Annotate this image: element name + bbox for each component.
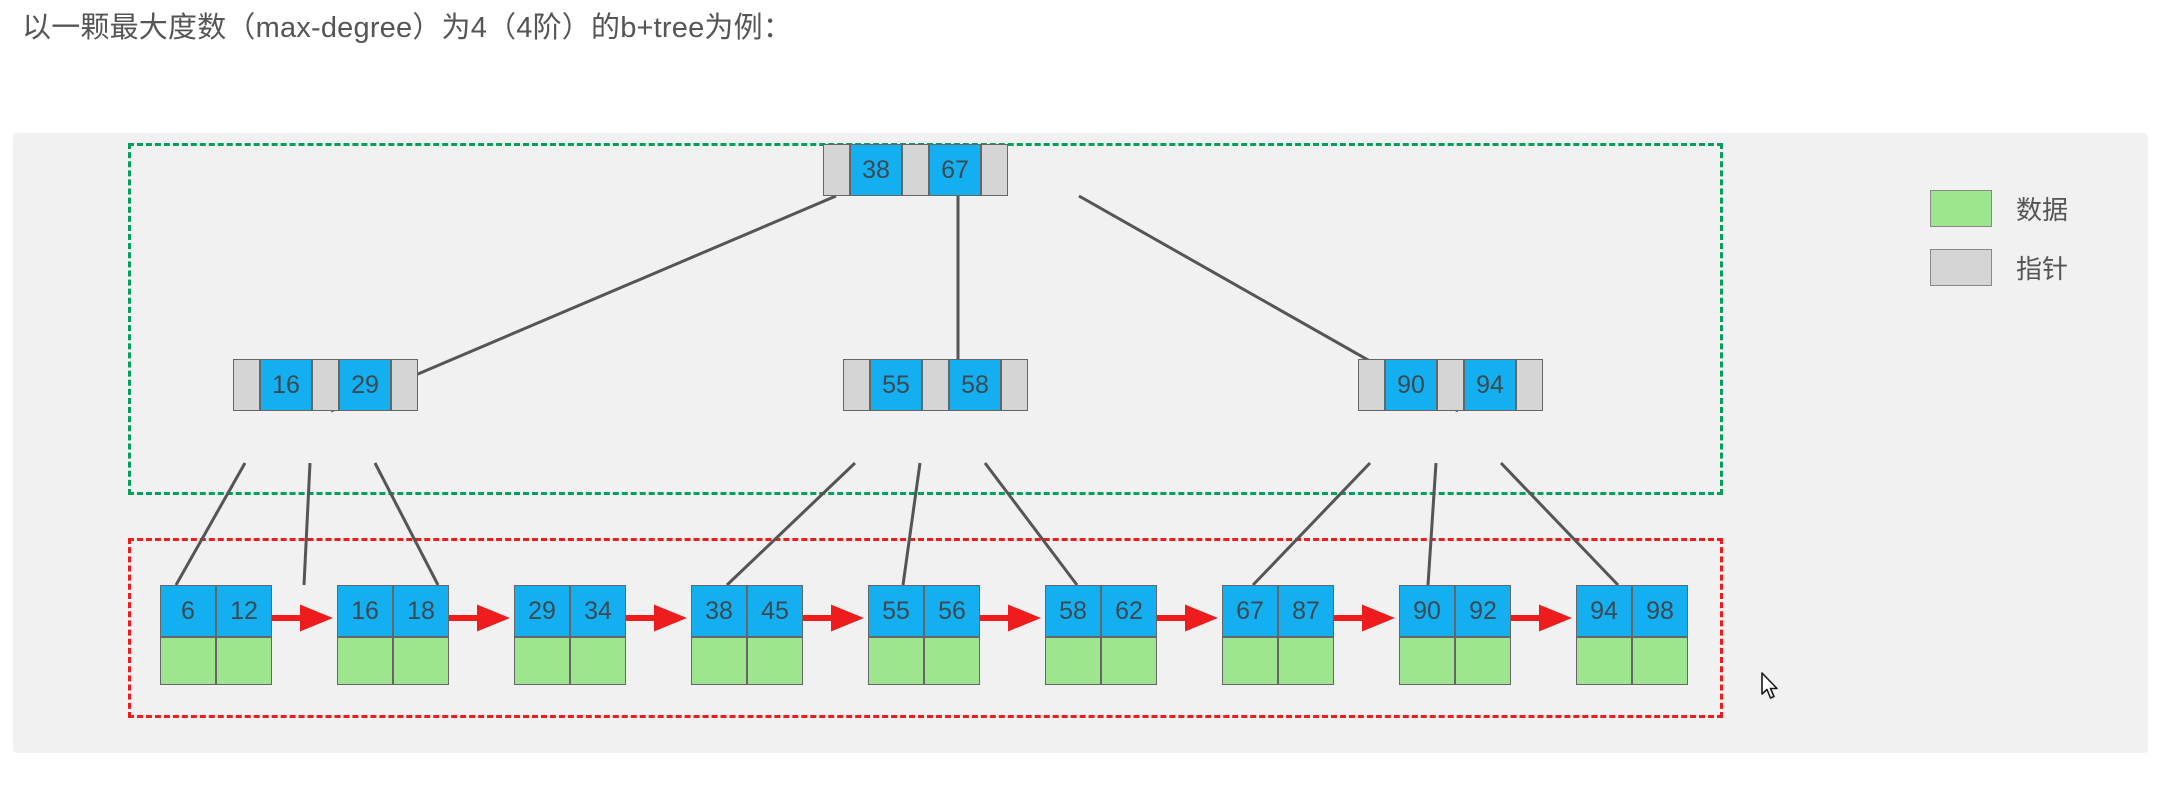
leaf-node-0[interactable]: 6 12: [160, 585, 272, 685]
internal-node-2[interactable]: 90 94: [1358, 359, 1543, 411]
leaf-0-key-0: 6: [160, 585, 216, 637]
root-key-0: 38: [850, 144, 902, 196]
leaf-3-data-0: [691, 637, 747, 685]
leaf-6-key-0: 67: [1222, 585, 1278, 637]
legend: 数据 指针: [1930, 190, 2068, 308]
leaf-node-7[interactable]: 90 92: [1399, 585, 1511, 685]
leaf-node-4[interactable]: 55 56: [868, 585, 980, 685]
leaf-8-data-0: [1576, 637, 1632, 685]
leaf-0-key-row: 6 12: [160, 585, 272, 637]
internal-1-key-1: 58: [949, 359, 1001, 411]
internal-0-pointer-1: [312, 359, 339, 411]
pointer-swatch-icon: [1930, 249, 1992, 286]
leaf-4-key-0: 55: [868, 585, 924, 637]
leaf-2-data-0: [514, 637, 570, 685]
leaf-2-data-1: [570, 637, 626, 685]
leaf-5-key-0: 58: [1045, 585, 1101, 637]
leaf-7-data-row: [1399, 637, 1511, 685]
leaf-7-data-1: [1455, 637, 1511, 685]
leaf-node-1[interactable]: 16 18: [337, 585, 449, 685]
root-key-1: 67: [929, 144, 981, 196]
leaf-3-key-1: 45: [747, 585, 803, 637]
leaf-1-data-row: [337, 637, 449, 685]
page-title: 以一颗最大度数（max-degree）为4（4阶）的b+tree为例：: [22, 12, 793, 44]
leaf-4-data-1: [924, 637, 980, 685]
leaf-5-key-row: 58 62: [1045, 585, 1157, 637]
internal-2-pointer-1: [1437, 359, 1464, 411]
internal-0-key-1: 29: [339, 359, 391, 411]
leaf-4-key-row: 55 56: [868, 585, 980, 637]
diagram-panel: 38 67 16 29 55 58 90 94: [13, 133, 2148, 753]
leaf-6-data-1: [1278, 637, 1334, 685]
leaf-node-2[interactable]: 29 34: [514, 585, 626, 685]
leaf-node-3[interactable]: 38 45: [691, 585, 803, 685]
leaf-8-data-row: [1576, 637, 1688, 685]
leaf-5-data-0: [1045, 637, 1101, 685]
internal-2-pointer-0: [1358, 359, 1385, 411]
mouse-cursor-icon: [1761, 672, 1778, 699]
internal-1-pointer-2: [1001, 359, 1028, 411]
leaf-1-key-row: 16 18: [337, 585, 449, 637]
leaf-node-8[interactable]: 94 98: [1576, 585, 1688, 685]
leaf-2-key-0: 29: [514, 585, 570, 637]
leaf-8-data-1: [1632, 637, 1688, 685]
leaf-4-data-row: [868, 637, 980, 685]
root-pointer-0: [823, 144, 850, 196]
internal-1-pointer-1: [922, 359, 949, 411]
leaf-7-key-row: 90 92: [1399, 585, 1511, 637]
leaf-3-data-1: [747, 637, 803, 685]
root-node[interactable]: 38 67: [823, 144, 1008, 196]
leaf-7-data-0: [1399, 637, 1455, 685]
leaf-3-key-0: 38: [691, 585, 747, 637]
legend-label-data: 数据: [2016, 195, 2069, 225]
leaf-2-data-row: [514, 637, 626, 685]
legend-label-pointer: 指针: [2016, 254, 2069, 284]
internal-node-0[interactable]: 16 29: [233, 359, 418, 411]
leaf-6-data-0: [1222, 637, 1278, 685]
internal-0-key-0: 16: [260, 359, 312, 411]
leaf-8-key-0: 94: [1576, 585, 1632, 637]
leaf-1-key-0: 16: [337, 585, 393, 637]
leaf-1-data-0: [337, 637, 393, 685]
internal-1-pointer-0: [843, 359, 870, 411]
legend-item-pointer: 指针: [1930, 249, 2068, 286]
leaf-node-5[interactable]: 58 62: [1045, 585, 1157, 685]
leaf-6-data-row: [1222, 637, 1334, 685]
root-pointer-2: [981, 144, 1008, 196]
legend-item-data: 数据: [1930, 190, 2068, 227]
leaf-0-data-1: [216, 637, 272, 685]
root-pointer-1: [902, 144, 929, 196]
leaf-0-data-0: [160, 637, 216, 685]
leaf-0-data-row: [160, 637, 272, 685]
leaf-5-data-row: [1045, 637, 1157, 685]
leaf-0-key-1: 12: [216, 585, 272, 637]
leaf-6-key-1: 87: [1278, 585, 1334, 637]
leaf-8-key-1: 98: [1632, 585, 1688, 637]
internal-1-key-0: 55: [870, 359, 922, 411]
leaf-8-key-row: 94 98: [1576, 585, 1688, 637]
leaf-nodes-group-box: [128, 538, 1723, 718]
internal-2-key-1: 94: [1464, 359, 1516, 411]
leaf-4-data-0: [868, 637, 924, 685]
leaf-7-key-0: 90: [1399, 585, 1455, 637]
leaf-3-key-row: 38 45: [691, 585, 803, 637]
internal-0-pointer-0: [233, 359, 260, 411]
leaf-3-data-row: [691, 637, 803, 685]
leaf-1-key-1: 18: [393, 585, 449, 637]
leaf-2-key-1: 34: [570, 585, 626, 637]
data-swatch-icon: [1930, 190, 1992, 227]
internal-2-pointer-2: [1516, 359, 1543, 411]
leaf-6-key-row: 67 87: [1222, 585, 1334, 637]
leaf-4-key-1: 56: [924, 585, 980, 637]
leaf-5-key-1: 62: [1101, 585, 1157, 637]
leaf-5-data-1: [1101, 637, 1157, 685]
leaf-7-key-1: 92: [1455, 585, 1511, 637]
internal-0-pointer-2: [391, 359, 418, 411]
internal-2-key-0: 90: [1385, 359, 1437, 411]
leaf-2-key-row: 29 34: [514, 585, 626, 637]
leaf-1-data-1: [393, 637, 449, 685]
leaf-node-6[interactable]: 67 87: [1222, 585, 1334, 685]
internal-node-1[interactable]: 55 58: [843, 359, 1028, 411]
